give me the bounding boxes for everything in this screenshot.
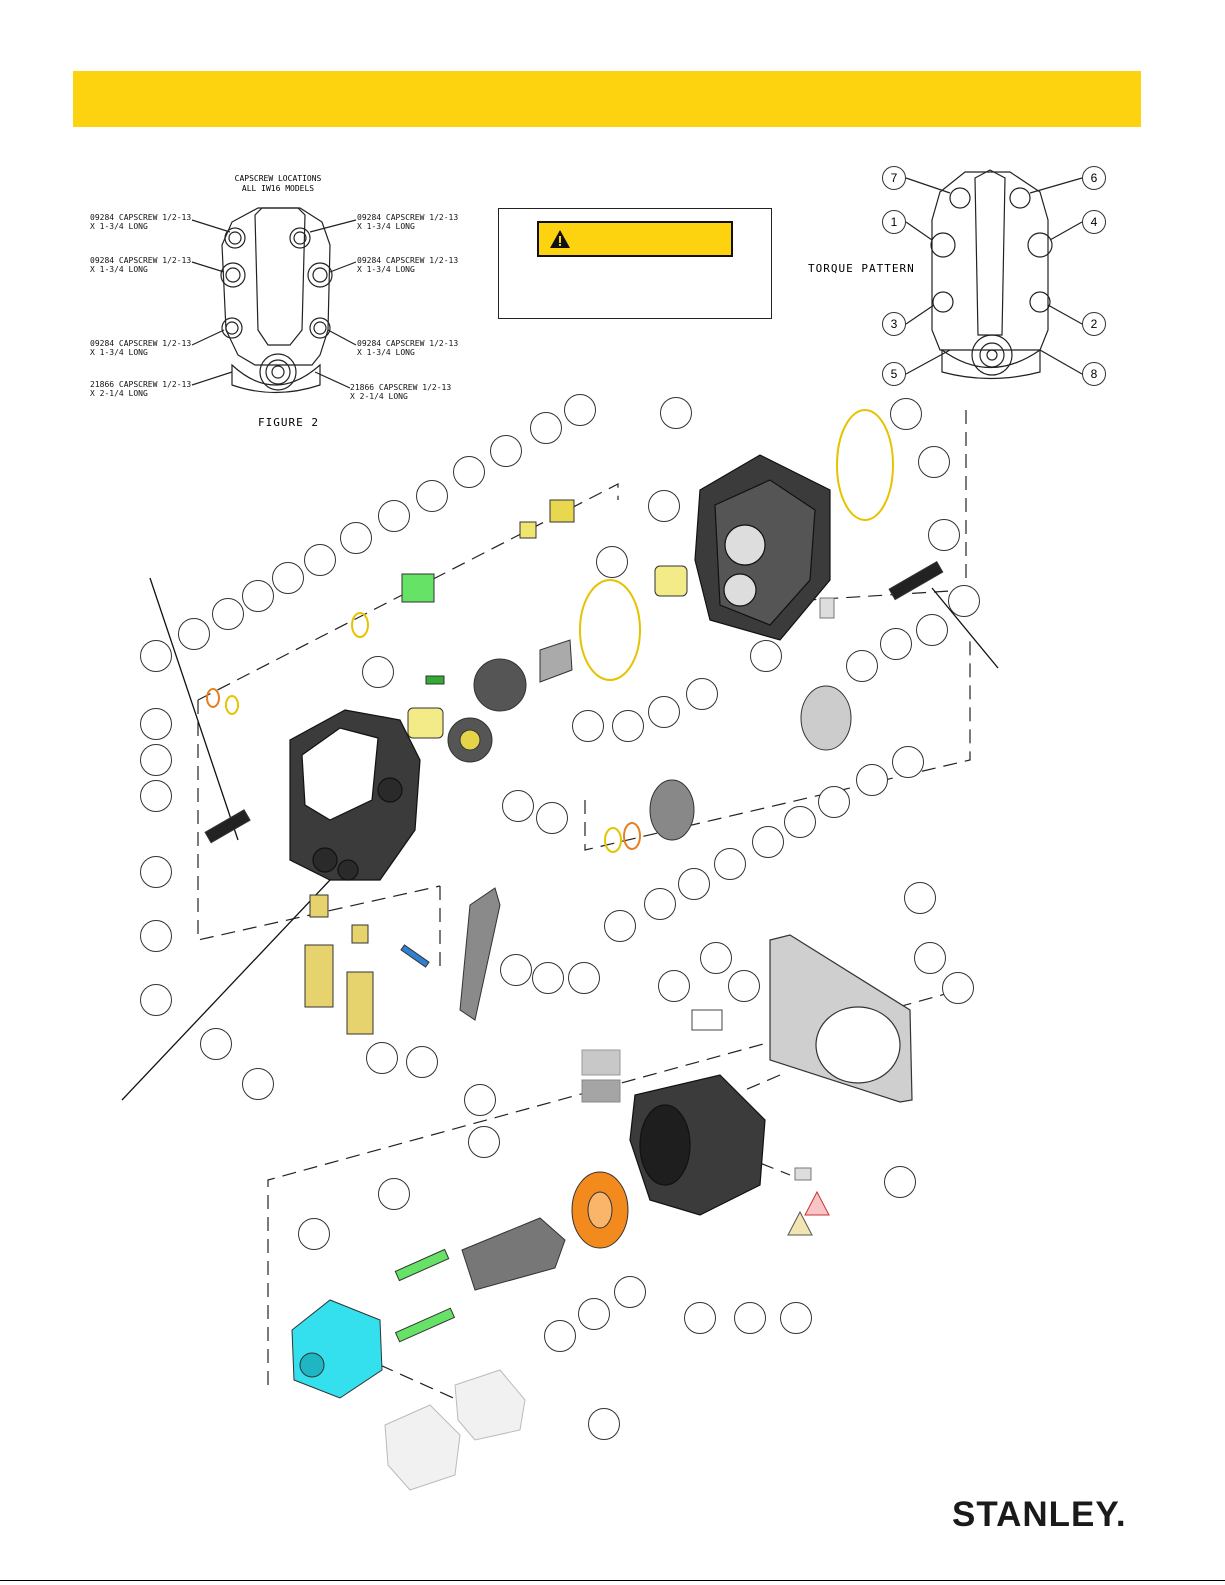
fig2-label-left-3: 09284 CAPSCREW 1/2-13 X 1-3/4 LONG	[90, 339, 192, 357]
part-callout	[490, 435, 522, 467]
part-callout	[362, 656, 394, 688]
part-callout	[614, 1276, 646, 1308]
warning-box	[498, 208, 772, 319]
part-callout	[942, 972, 974, 1004]
part-callout	[728, 970, 760, 1002]
fig2-label-left-1: 09284 CAPSCREW 1/2-13 X 1-3/4 LONG	[90, 213, 192, 231]
fig2-label-right-1: 09284 CAPSCREW 1/2-13 X 1-3/4 LONG	[357, 213, 459, 231]
warning-triangle-icon	[550, 230, 570, 248]
torque-number: 1	[882, 210, 906, 234]
part-callout	[502, 790, 534, 822]
torque-pattern-label: TORQUE PATTERN	[808, 262, 915, 275]
part-callout	[500, 954, 532, 986]
part-callout	[140, 744, 172, 776]
part-callout	[750, 640, 782, 672]
part-callout	[658, 970, 690, 1002]
part-callout	[686, 678, 718, 710]
part-callout	[644, 888, 676, 920]
part-callout	[948, 585, 980, 617]
part-callout	[596, 546, 628, 578]
part-callout	[846, 650, 878, 682]
torque-number: 5	[882, 362, 906, 386]
warning-banner	[537, 221, 733, 257]
part-callout	[416, 480, 448, 512]
part-callout	[752, 826, 784, 858]
fig2-label-right-3: 09284 CAPSCREW 1/2-13 X 1-3/4 LONG	[357, 339, 459, 357]
part-callout	[612, 710, 644, 742]
part-callout	[918, 446, 950, 478]
part-callout	[700, 942, 732, 974]
part-callout	[684, 1302, 716, 1334]
part-callout	[298, 1218, 330, 1250]
part-callout	[818, 786, 850, 818]
part-callout	[464, 1084, 496, 1116]
part-callout	[536, 802, 568, 834]
part-callout	[604, 910, 636, 942]
part-callout	[340, 522, 372, 554]
part-callout	[856, 764, 888, 796]
part-callout	[242, 580, 274, 612]
torque-number: 7	[882, 166, 906, 190]
part-callout	[648, 696, 680, 728]
fig2-label-right-4: 21866 CAPSCREW 1/2-13 X 2-1/4 LONG	[350, 383, 452, 401]
part-callout	[914, 942, 946, 974]
torque-number: 4	[1082, 210, 1106, 234]
part-callout	[890, 398, 922, 430]
part-callout	[928, 519, 960, 551]
part-callout	[366, 1042, 398, 1074]
part-callout	[140, 984, 172, 1016]
stanley-logo: STANLEY.	[952, 1495, 1127, 1534]
figure2-caption: FIGURE 2	[258, 416, 319, 429]
part-callout	[884, 1166, 916, 1198]
part-callout	[378, 1178, 410, 1210]
part-callout	[734, 1302, 766, 1334]
header-bar	[73, 71, 1141, 127]
part-callout	[378, 500, 410, 532]
fig2-label-left-2: 09284 CAPSCREW 1/2-13 X 1-3/4 LONG	[90, 256, 192, 274]
part-callout	[140, 920, 172, 952]
part-callout	[904, 882, 936, 914]
part-callout	[304, 544, 336, 576]
part-callout	[678, 868, 710, 900]
part-callout	[892, 746, 924, 778]
part-callout	[530, 412, 562, 444]
fig2-label-right-2: 09284 CAPSCREW 1/2-13 X 1-3/4 LONG	[357, 256, 459, 274]
torque-number: 6	[1082, 166, 1106, 190]
part-callout	[660, 397, 692, 429]
part-callout	[532, 962, 564, 994]
part-callout	[564, 394, 596, 426]
part-callout	[140, 856, 172, 888]
part-callout	[212, 598, 244, 630]
part-callout	[880, 628, 912, 660]
part-callout	[780, 1302, 812, 1334]
part-callout	[140, 640, 172, 672]
part-callout	[178, 618, 210, 650]
part-callout	[406, 1046, 438, 1078]
bottom-rule	[0, 1580, 1225, 1581]
part-callout	[453, 456, 485, 488]
part-callout	[242, 1068, 274, 1100]
part-callout	[200, 1028, 232, 1060]
figure2-title: CAPSCREW LOCATIONS ALL IW16 MODELS	[234, 174, 322, 193]
part-callout	[714, 848, 746, 880]
part-callout	[140, 780, 172, 812]
torque-number: 8	[1082, 362, 1106, 386]
part-callout	[572, 710, 604, 742]
part-callout	[916, 614, 948, 646]
torque-number: 2	[1082, 312, 1106, 336]
part-callout	[578, 1298, 610, 1330]
torque-number: 3	[882, 312, 906, 336]
part-callout	[140, 708, 172, 740]
fig2-label-left-4: 21866 CAPSCREW 1/2-13 X 2-1/4 LONG	[90, 380, 192, 398]
part-callout	[648, 490, 680, 522]
part-callout	[588, 1408, 620, 1440]
part-callout	[568, 962, 600, 994]
part-callout	[784, 806, 816, 838]
part-callout	[272, 562, 304, 594]
part-callout	[544, 1320, 576, 1352]
part-callout	[468, 1126, 500, 1158]
